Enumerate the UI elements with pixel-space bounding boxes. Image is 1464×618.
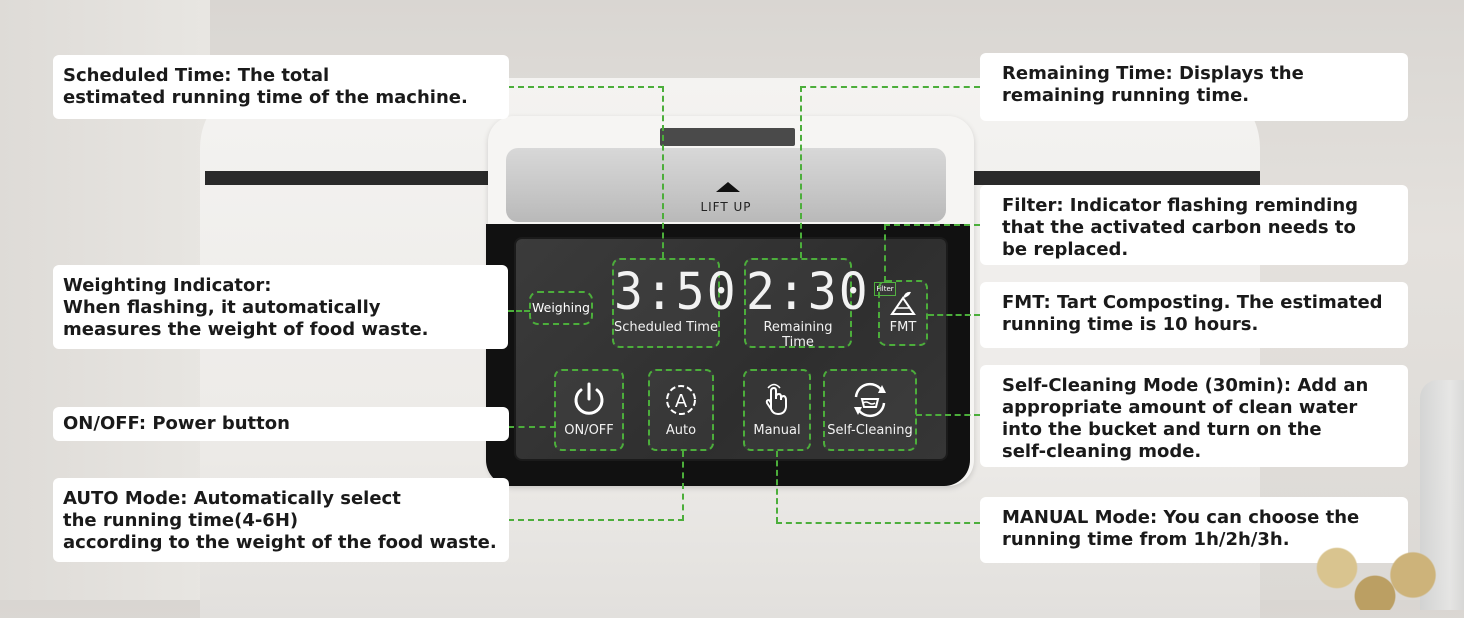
callout-self-cleaning: Self-Cleaning Mode (30min): Add an appro… (980, 365, 1408, 467)
remaining-time-display: 2:30 Remaining Time (744, 258, 870, 350)
auto-button[interactable]: A Auto (648, 369, 714, 451)
pasta-pile (1280, 540, 1464, 610)
connector-self-cleaning (916, 414, 980, 416)
self-cleaning-button[interactable]: Self-Cleaning (823, 369, 917, 451)
compost-icon (890, 291, 916, 315)
weighing-indicator: Weighing (529, 291, 593, 325)
lid-seam-left (205, 171, 505, 185)
connector-filter-h (884, 224, 980, 226)
on-off-label: ON/OFF (564, 423, 614, 438)
svg-text:A: A (675, 391, 688, 412)
connector-scheduled-h (508, 86, 664, 88)
callout-manual-mode: MANUAL Mode: You can choose the running … (980, 497, 1408, 563)
remaining-time-value: 2:30 (746, 262, 870, 322)
scheduled-time-value: 3:50 (614, 262, 738, 322)
callout-remaining-time: Remaining Time: Displays the remaining r… (980, 53, 1408, 121)
scheduled-time-label: Scheduled Time (614, 320, 718, 335)
connector-fmt (928, 314, 980, 316)
auto-label: Auto (665, 423, 697, 438)
callout-weighing-indicator: Weighting Indicator: When flashing, it a… (53, 265, 508, 349)
self-cleaning-label: Self-Cleaning (827, 423, 913, 438)
connector-on-off (508, 426, 556, 428)
lift-handle[interactable]: LIFT UP (506, 148, 946, 222)
fmt-indicator: FMT (878, 280, 928, 346)
connector-auto-v (682, 451, 684, 521)
fmt-label: FMT (889, 320, 917, 335)
connector-remaining-h (800, 86, 980, 88)
connector-manual-v (776, 451, 778, 523)
hand-icon (765, 383, 787, 415)
auto-icon: A (666, 385, 696, 415)
cleaning-icon (854, 382, 886, 418)
on-off-button[interactable]: ON/OFF (554, 369, 624, 451)
manual-button[interactable]: Manual (743, 369, 811, 451)
connector-auto-h (508, 519, 684, 521)
scheduled-time-display: 3:50 Scheduled Time (612, 258, 738, 348)
vent-slot (660, 128, 795, 146)
callout-fmt: FMT: Tart Composting. The estimated runn… (980, 282, 1408, 348)
power-icon (574, 382, 604, 415)
connector-manual-h (776, 522, 980, 524)
connector-scheduled-v (662, 86, 664, 258)
lift-up-label: LIFT UP (700, 200, 752, 214)
callout-on-off: ON/OFF: Power button (53, 407, 509, 441)
control-panel (514, 237, 948, 461)
remaining-time-label: Remaining Time (763, 320, 833, 350)
up-arrow-icon (716, 182, 740, 192)
callout-scheduled-time: Scheduled Time: The total estimated runn… (53, 55, 509, 119)
callout-filter: Filter: Indicator flashing reminding tha… (980, 185, 1408, 265)
connector-filter-v (884, 224, 886, 282)
callout-auto-mode: AUTO Mode: Automatically select the runn… (53, 478, 509, 562)
lid-seam-right (960, 171, 1260, 185)
connector-weighing (500, 310, 530, 312)
connector-remaining-v (800, 86, 802, 258)
manual-label: Manual (753, 423, 801, 438)
